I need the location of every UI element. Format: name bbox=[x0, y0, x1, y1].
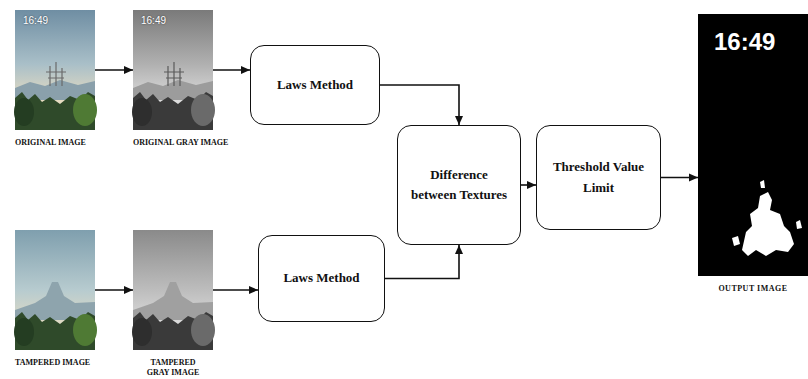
process-box: Difference between Textures bbox=[397, 125, 521, 245]
arrow-head bbox=[527, 181, 536, 189]
box-text-group: Laws Method bbox=[283, 268, 359, 288]
image-caption: OUTPUT IMAGE bbox=[698, 284, 808, 294]
image-frame: 16:49ORIGINAL IMAGE bbox=[15, 10, 95, 130]
arrow-head bbox=[455, 116, 463, 125]
image-frame: 16:49OUTPUT IMAGE bbox=[698, 14, 808, 276]
clock-text: 16:49 bbox=[23, 15, 48, 26]
tampered-photo bbox=[14, 230, 97, 350]
image-caption: TAMPERED GRAY IMAGE bbox=[142, 358, 204, 379]
arrow-head bbox=[124, 286, 133, 294]
process-box: Laws Method bbox=[258, 235, 385, 322]
flow-arrow bbox=[385, 245, 463, 279]
flow-arrow bbox=[213, 66, 250, 74]
flow-arrow bbox=[380, 85, 463, 125]
box-label: Laws Method bbox=[283, 268, 359, 288]
original-gray-photo bbox=[132, 10, 215, 130]
clock-text: 16:49 bbox=[141, 15, 166, 26]
image-frame: TAMPERED GRAY IMAGE bbox=[133, 230, 213, 350]
flow-arrow bbox=[521, 181, 536, 189]
image-caption: ORIGINAL IMAGE bbox=[15, 138, 86, 148]
arrow-line bbox=[380, 85, 459, 125]
original-photo bbox=[14, 10, 97, 130]
flow-arrow bbox=[95, 66, 133, 74]
box-text-group: Difference between Textures bbox=[408, 165, 510, 205]
arrow-line bbox=[385, 245, 459, 279]
output-mask bbox=[698, 14, 808, 276]
arrow-head bbox=[455, 245, 463, 254]
image-frame: TAMPERED IMAGE bbox=[15, 230, 95, 350]
box-text-group: Threshold Value Limit bbox=[547, 157, 650, 197]
image-frame: 16:49ORIGINAL GRAY IMAGE bbox=[133, 10, 213, 130]
process-box: Laws Method bbox=[250, 45, 380, 125]
box-label: Laws Method bbox=[277, 75, 353, 95]
arrow-head bbox=[241, 66, 250, 74]
tampered-gray-photo bbox=[132, 230, 215, 350]
box-label: Difference between Textures bbox=[408, 165, 510, 205]
process-box: Threshold Value Limit bbox=[536, 125, 661, 230]
flow-arrow bbox=[661, 174, 698, 182]
arrow-head bbox=[689, 174, 698, 182]
image-caption: TAMPERED IMAGE bbox=[15, 358, 90, 368]
arrow-head bbox=[124, 66, 133, 74]
flow-arrow bbox=[95, 286, 133, 294]
arrow-head bbox=[249, 286, 258, 294]
image-caption: ORIGINAL GRAY IMAGE bbox=[133, 138, 228, 148]
clock-text: 16:49 bbox=[714, 28, 775, 56]
box-text-group: Laws Method bbox=[277, 75, 353, 95]
flow-arrow bbox=[213, 286, 258, 294]
box-label: Threshold Value Limit bbox=[547, 157, 650, 197]
